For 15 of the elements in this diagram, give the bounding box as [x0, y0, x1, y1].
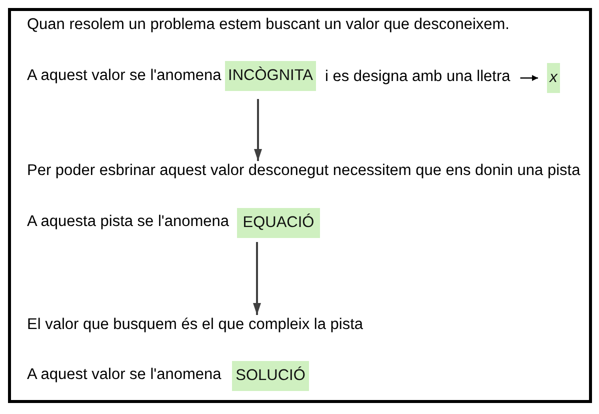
- highlighted-term: SOLUCIÓ: [232, 361, 309, 391]
- highlighted-term: INCÒGNITA: [225, 61, 316, 91]
- highlighted-variable: x: [547, 63, 560, 93]
- arrow: [520, 75, 538, 81]
- phrase: A aquesta pista se l'anomena: [27, 213, 230, 231]
- phrase: A aquest valor se l'anomena: [27, 366, 222, 384]
- phrase: i es designa amb una lletra: [325, 68, 510, 86]
- phrase: A aquest valor se l'anomena: [27, 67, 222, 85]
- highlighted-term: EQUACIÓ: [237, 208, 320, 238]
- sentence: Per poder esbrinar aquest valor desconegut necessitem que ens donin una pista: [27, 162, 580, 180]
- sentence: Quan resolem un problema estem buscant un valor que desconeixem.: [27, 16, 510, 34]
- sentence: El valor que busquem és el que compleix la pista: [27, 316, 364, 334]
- arrow: [254, 99, 262, 161]
- arrow: [253, 242, 261, 315]
- content-frame: [8, 8, 592, 403]
